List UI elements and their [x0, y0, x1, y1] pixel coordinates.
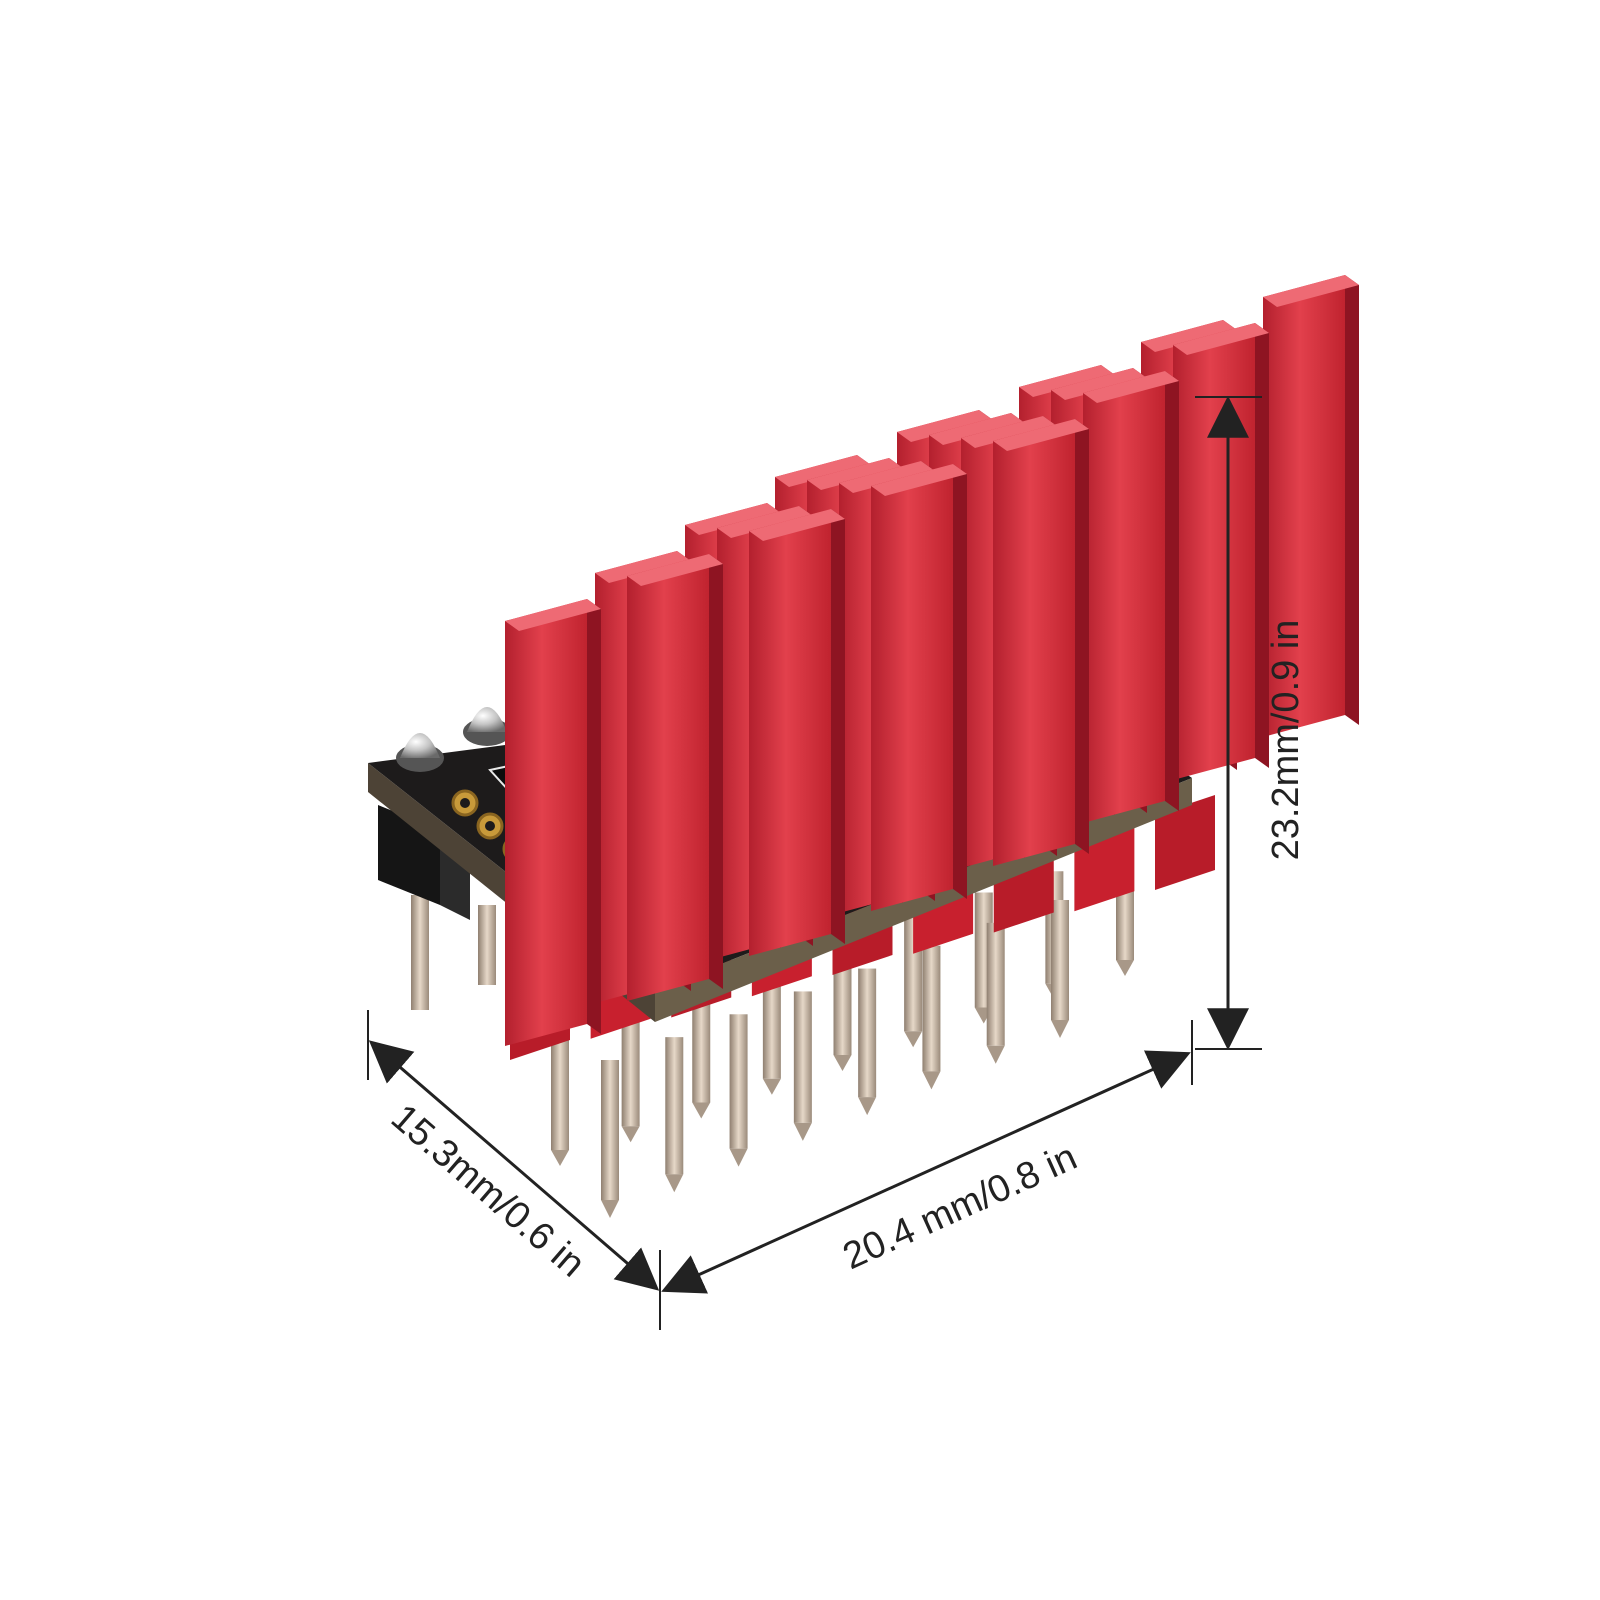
pin-tip [551, 1150, 569, 1166]
fin-top [961, 416, 1057, 448]
heatsink-fin [1263, 275, 1359, 737]
fin-top [1019, 365, 1115, 397]
pin-tip [986, 1045, 1005, 1064]
pin [1051, 900, 1069, 1020]
fin-top [505, 599, 601, 631]
pin [858, 968, 877, 1098]
pin [601, 1060, 619, 1200]
pin-tip [1116, 960, 1134, 976]
heatsink-fin [993, 419, 1089, 866]
fin-face [1263, 275, 1345, 737]
fin-top [1173, 323, 1269, 355]
fin-top [897, 410, 993, 442]
solder-joint [400, 733, 440, 758]
fin-face [749, 509, 831, 956]
pin-tip [904, 1031, 923, 1048]
pin [986, 922, 1005, 1046]
pin-tip [601, 1200, 619, 1218]
fin-top [1141, 320, 1237, 352]
pin-tip [922, 1071, 941, 1090]
fin-top [1051, 368, 1147, 400]
header-block [1155, 795, 1215, 890]
heatsink-fin [749, 509, 845, 956]
pin [793, 991, 812, 1123]
heatsink-fin [1173, 323, 1269, 780]
pin [478, 905, 496, 985]
fin-top [749, 509, 845, 541]
pin [729, 1014, 748, 1149]
fin-top [807, 458, 903, 490]
solder-joint [467, 707, 507, 732]
pin-tip [858, 1097, 877, 1116]
pin-tip [621, 1126, 640, 1143]
fin-top [871, 464, 967, 496]
fin-face [871, 464, 953, 911]
pin-tip [762, 1078, 781, 1095]
fin-side [1345, 275, 1359, 725]
pin [411, 895, 429, 1010]
pin-tip [1051, 1020, 1069, 1038]
fin-side [831, 509, 845, 944]
pin-tip [665, 1174, 684, 1193]
fin-top [1083, 371, 1179, 403]
fin-side [709, 554, 723, 989]
heatsink-fin [627, 554, 723, 1001]
heatsink-fin [505, 599, 601, 1046]
height-dimension: 23.2mm/0.9 in [1195, 395, 1307, 1051]
heatsink-fin [1083, 371, 1179, 823]
fin-side [587, 599, 601, 1034]
pin-tip [793, 1122, 812, 1141]
height-dimension-label: 23.2mm/0.9 in [1265, 620, 1307, 861]
fin-face [1173, 323, 1255, 780]
pin [665, 1037, 684, 1175]
fin-face [993, 419, 1075, 866]
fin-face [627, 554, 709, 1001]
pin-tip [729, 1148, 748, 1167]
fin-side [1165, 371, 1179, 811]
fin-top [839, 461, 935, 493]
fin-face [1083, 371, 1165, 823]
fin-side [1255, 323, 1269, 768]
heatsink-fin [871, 464, 967, 911]
fin-top [993, 419, 1089, 451]
fin-side [1075, 419, 1089, 854]
pin-tip [692, 1102, 711, 1119]
fin-top [685, 503, 781, 535]
fin-top [717, 506, 813, 538]
fin-top [627, 554, 723, 586]
fin-top [775, 455, 871, 487]
fin-top [929, 413, 1025, 445]
fin-top [1263, 275, 1359, 307]
fin-side [953, 464, 967, 899]
fin-top [595, 551, 691, 583]
red-heatsink [505, 275, 1359, 1046]
fin-face [505, 599, 587, 1046]
pin-tip [833, 1055, 852, 1071]
pin [922, 945, 941, 1072]
